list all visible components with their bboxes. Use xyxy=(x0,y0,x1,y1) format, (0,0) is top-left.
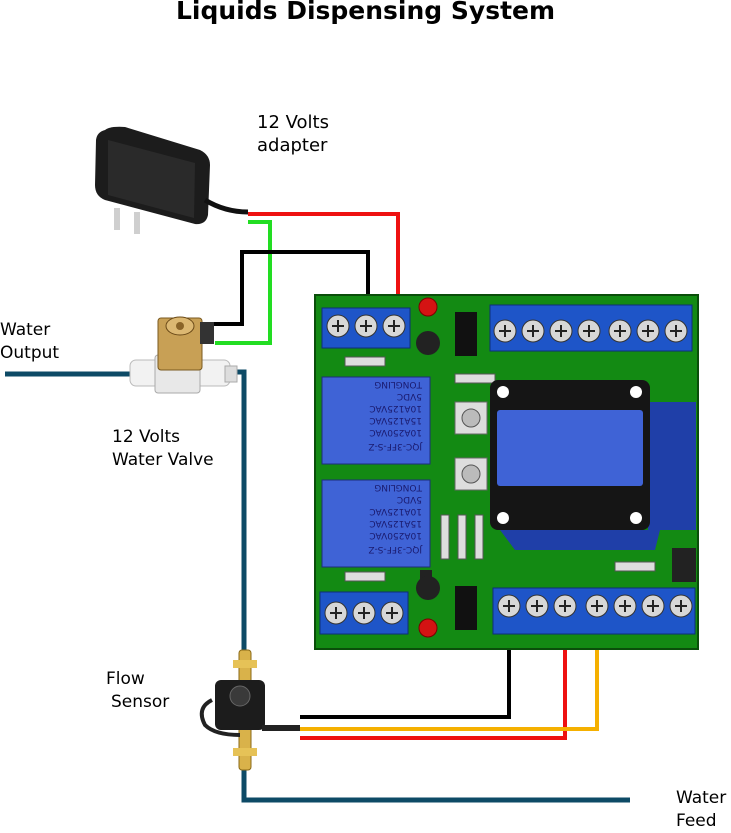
relay-2: JQC-3FF-S-Z 10A250VAC 15A125VAC 10A125VA… xyxy=(321,479,431,568)
terminal-block-top-right xyxy=(489,304,693,352)
svg-text:5VDC: 5VDC xyxy=(397,494,422,504)
water-feed-line1: Water xyxy=(676,788,727,808)
svg-text:15A125VAC: 15A125VAC xyxy=(369,415,422,425)
relay-1: JQC-3FF-S-Z 10A250VAC 15A125VAC 10A125VA… xyxy=(321,376,431,465)
red-power-wire xyxy=(248,212,400,325)
flow-sensor-line1: Flow xyxy=(106,669,145,689)
adapter-label: 12 Volts adapter xyxy=(257,111,329,157)
flow-sensor-label: Flow Sensor xyxy=(106,668,169,714)
water-output-line1: Water xyxy=(0,320,51,340)
flow-sensor-line2: Sensor xyxy=(111,692,170,712)
water-output-line2: Output xyxy=(0,343,60,363)
valve-label-line1: 12 Volts xyxy=(112,427,180,447)
svg-text:15A125VAC: 15A125VAC xyxy=(369,518,422,528)
terminal-block-bottom-left xyxy=(319,591,409,635)
controller-board: JQC-3FF-S-Z 10A250VAC 15A125VAC 10A125VA… xyxy=(314,294,699,650)
sensor-red-wire xyxy=(300,610,567,740)
push-button-1 xyxy=(454,401,488,435)
terminal-block-bottom-right xyxy=(492,587,696,635)
terminal-block-power xyxy=(321,307,411,349)
green-valve-wire xyxy=(215,220,272,345)
valve-label: 12 Volts Water Valve xyxy=(112,426,214,472)
water-output-label: Water Output xyxy=(0,319,59,365)
water-feed-label: Water Feed xyxy=(676,787,726,833)
svg-text:10A125VAC: 10A125VAC xyxy=(369,403,422,413)
water-valve-icon xyxy=(129,316,238,394)
svg-text:JQC-3FF-S-Z: JQC-3FF-S-Z xyxy=(368,544,423,554)
svg-text:TONGLING: TONGLING xyxy=(374,379,423,389)
valve-label-line2: Water Valve xyxy=(112,450,214,470)
adapter-label-line1: 12 Volts xyxy=(257,112,329,133)
flow-sensor-icon xyxy=(199,649,300,771)
svg-text:10A250VAC: 10A250VAC xyxy=(369,427,422,437)
power-adapter-icon xyxy=(95,126,249,234)
svg-text:JQC-3FF-S-Z: JQC-3FF-S-Z xyxy=(368,441,423,451)
svg-text:10A250VAC: 10A250VAC xyxy=(369,530,422,540)
svg-text:5VDC: 5VDC xyxy=(397,391,422,401)
svg-text:10A125VAC: 10A125VAC xyxy=(369,506,422,516)
page-title: Liquids Dispensing System xyxy=(175,0,556,25)
black-power-wire xyxy=(212,250,370,326)
lcd-display xyxy=(490,380,696,550)
svg-text:TONGLING: TONGLING xyxy=(374,482,423,492)
water-feed-line2: Feed xyxy=(676,811,717,831)
adapter-label-line2: adapter xyxy=(257,135,328,156)
